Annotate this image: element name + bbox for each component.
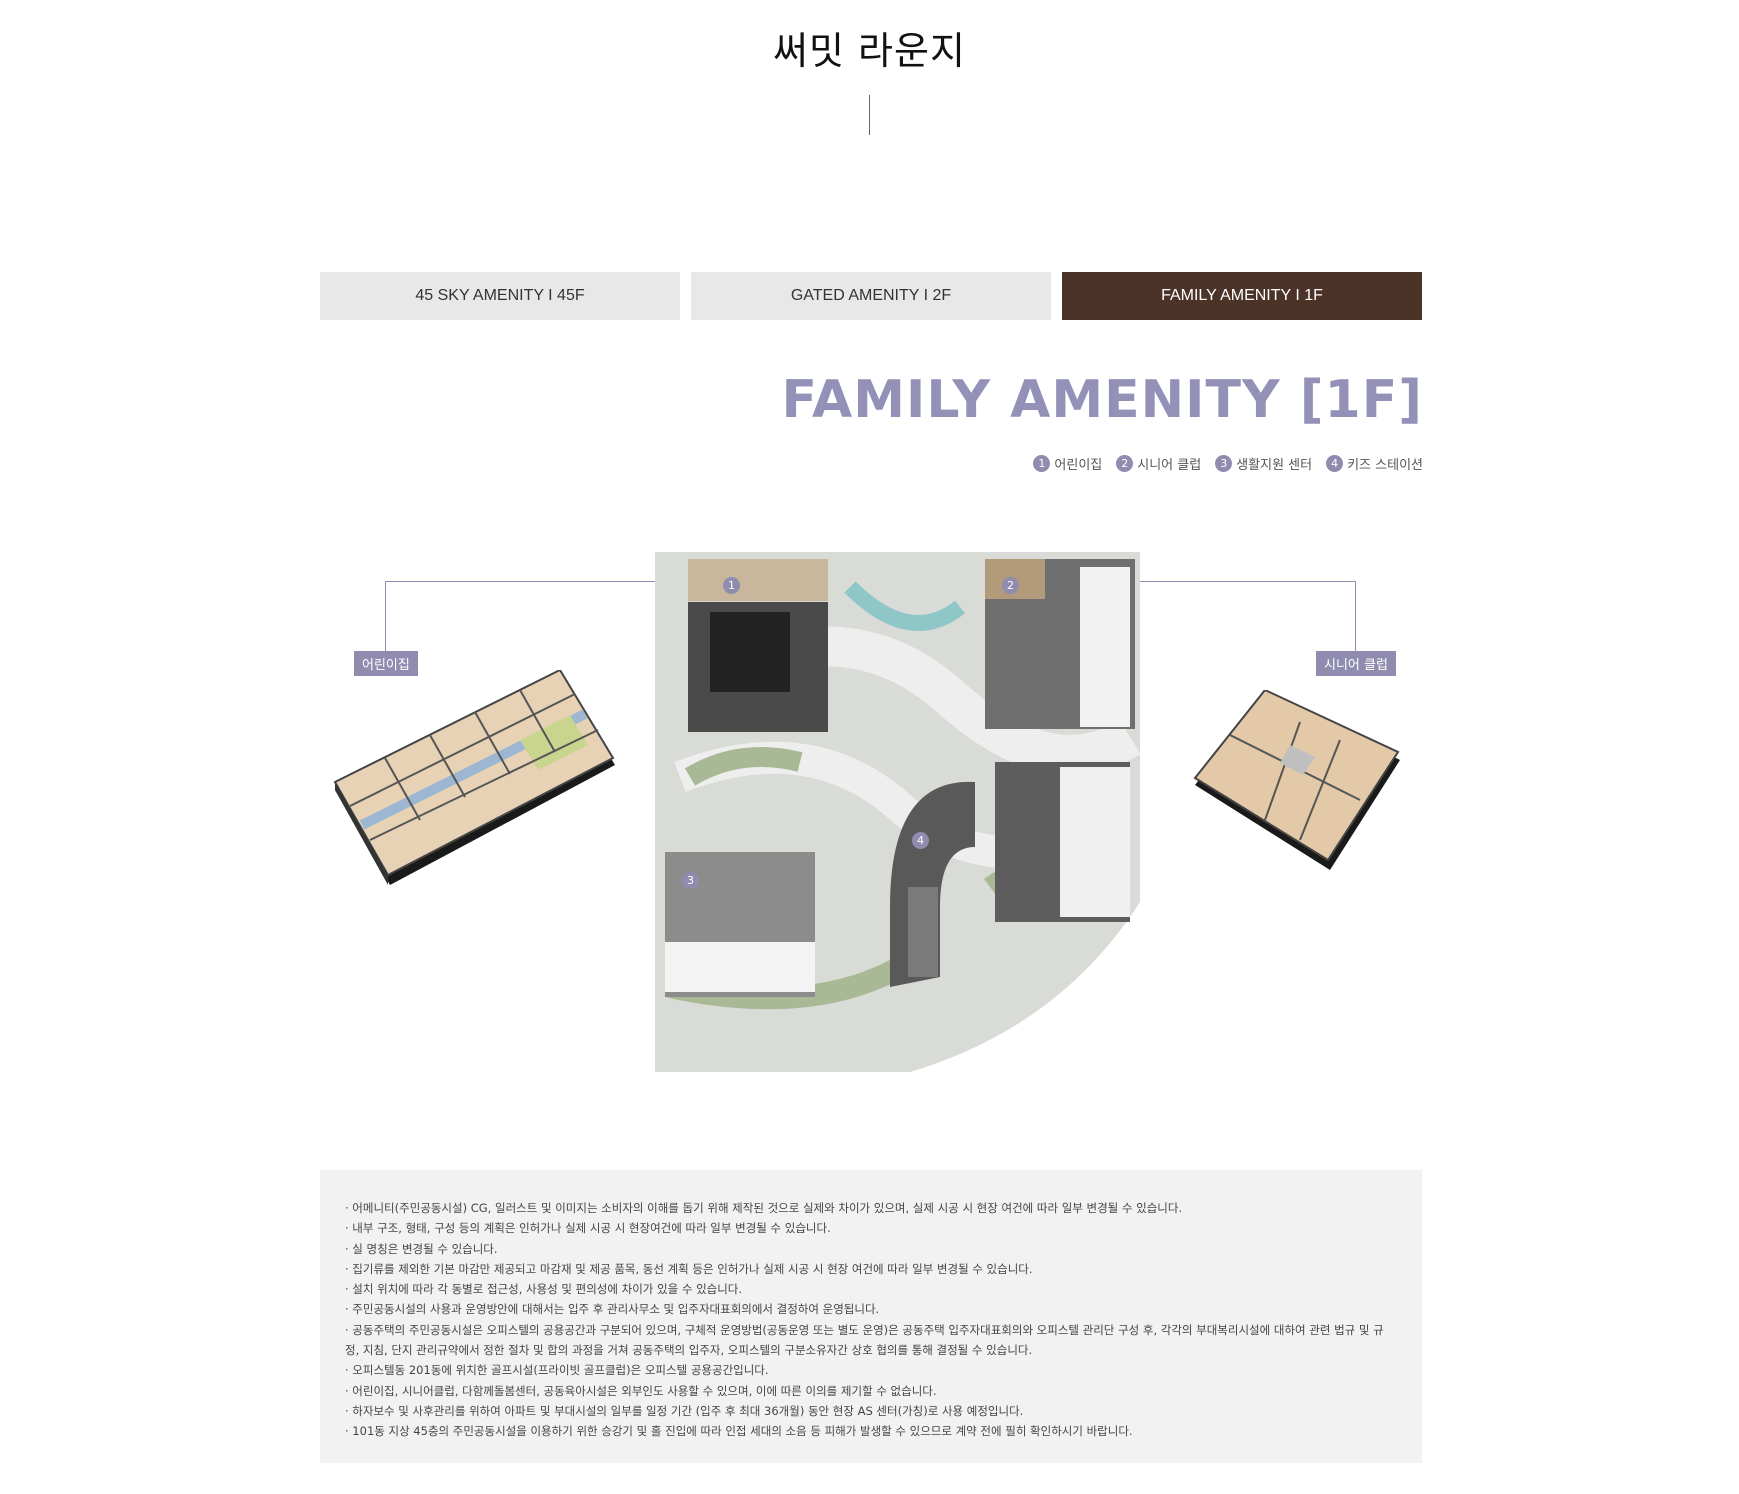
legend-number: 2 <box>1116 455 1134 472</box>
legend-label: 어린이집 <box>1054 458 1103 473</box>
note-line: · 주민공동시설의 사용과 운영방안에 대해서는 입주 후 관리사무소 및 입주… <box>345 1302 880 1317</box>
daycare-tag: 어린이집 <box>354 651 418 676</box>
title-divider <box>869 95 870 135</box>
senior-club-floorplan-image <box>1193 690 1400 870</box>
legend-number: 1 <box>1033 455 1051 472</box>
note-line: 정, 지침, 단지 관리규약에서 정한 절차 및 합의 과정을 거쳐 공동주택의… <box>345 1343 1033 1358</box>
note-line: · 실 명칭은 변경될 수 있습니다. <box>345 1241 498 1256</box>
plan-marker-senior-club: 2 <box>1002 577 1019 594</box>
amenity-legend: 1 어린이집 2 시니어 클럽 3 생활지원 센터 4 키즈 스테이션 <box>1033 454 1423 473</box>
note-line: · 설치 위치에 따라 각 동별로 접근성, 사용성 및 편의성에 차이가 있을… <box>345 1282 743 1297</box>
right-callout-line <box>1355 581 1356 651</box>
note-line: · 어메니티(주민공동시설) CG, 일러스트 및 이미지는 소비자의 이해를 … <box>345 1201 1183 1215</box>
legend-number: 4 <box>1326 455 1344 472</box>
tab-gated-amenity[interactable]: GATED AMENITY I 2F <box>691 272 1051 320</box>
legend-item: 2 시니어 클럽 <box>1116 454 1201 473</box>
note-line: · 집기류를 제외한 기본 마감만 제공되고 마감재 및 제공 품목, 동선 계… <box>345 1261 1033 1276</box>
note-line: · 어린이집, 시니어클럽, 다함께돌봄센터, 공동육아시설은 외부인도 사용할… <box>345 1383 937 1398</box>
page-title: 써밋 라운지 <box>773 29 966 73</box>
left-callout-line <box>385 581 386 651</box>
site-plan: 1 2 3 4 <box>650 547 1142 1077</box>
legend-number: 3 <box>1215 455 1233 472</box>
plan-marker-kids-station: 4 <box>912 832 929 849</box>
note-line: · 내부 구조, 형태, 구성 등의 계획은 인허가나 실제 시공 시 현장여건… <box>345 1221 831 1236</box>
tab-45-sky-amenity[interactable]: 45 SKY AMENITY I 45F <box>320 272 680 320</box>
amenity-tabs: 45 SKY AMENITY I 45F GATED AMENITY I 2F … <box>320 272 1422 320</box>
note-line: · 오피스텔동 201동에 위치한 골프시설(프라이빗 골프클럽)은 오피스텔 … <box>345 1363 769 1378</box>
note-line: · 하자보수 및 사후관리를 위하여 아파트 및 부대시설의 일부를 일정 기간… <box>345 1403 1024 1418</box>
plan-marker-life-support-center: 3 <box>682 872 699 889</box>
site-plan-image <box>655 552 1141 1072</box>
legend-label: 시니어 클럽 <box>1137 458 1202 473</box>
legend-label: 키즈 스테이션 <box>1347 458 1423 473</box>
disclaimer-notes: · 어메니티(주민공동시설) CG, 일러스트 및 이미지는 소비자의 이해를 … <box>320 1170 1422 1463</box>
right-callout-line <box>1132 581 1356 582</box>
legend-item: 4 키즈 스테이션 <box>1326 454 1423 473</box>
tab-family-amenity[interactable]: FAMILY AMENITY I 1F <box>1062 272 1422 320</box>
note-line: · 공동주택의 주민공동시설은 오피스텔의 공용공간과 구분되어 있으며, 구체… <box>345 1322 1384 1337</box>
left-callout-line <box>385 581 655 582</box>
note-line: · 101동 지상 45층의 주민공동시설을 이용하기 위한 승강기 및 홀 진… <box>345 1424 1133 1439</box>
amenity-heading: FAMILY AMENITY [1F] <box>781 370 1423 430</box>
legend-item: 1 어린이집 <box>1033 454 1102 473</box>
legend-label: 생활지원 센터 <box>1236 458 1313 473</box>
senior-club-tag: 시니어 클럽 <box>1316 651 1396 676</box>
daycare-floorplan-image <box>333 670 615 885</box>
legend-item: 3 생활지원 센터 <box>1215 454 1312 473</box>
plan-marker-daycare: 1 <box>723 577 740 594</box>
